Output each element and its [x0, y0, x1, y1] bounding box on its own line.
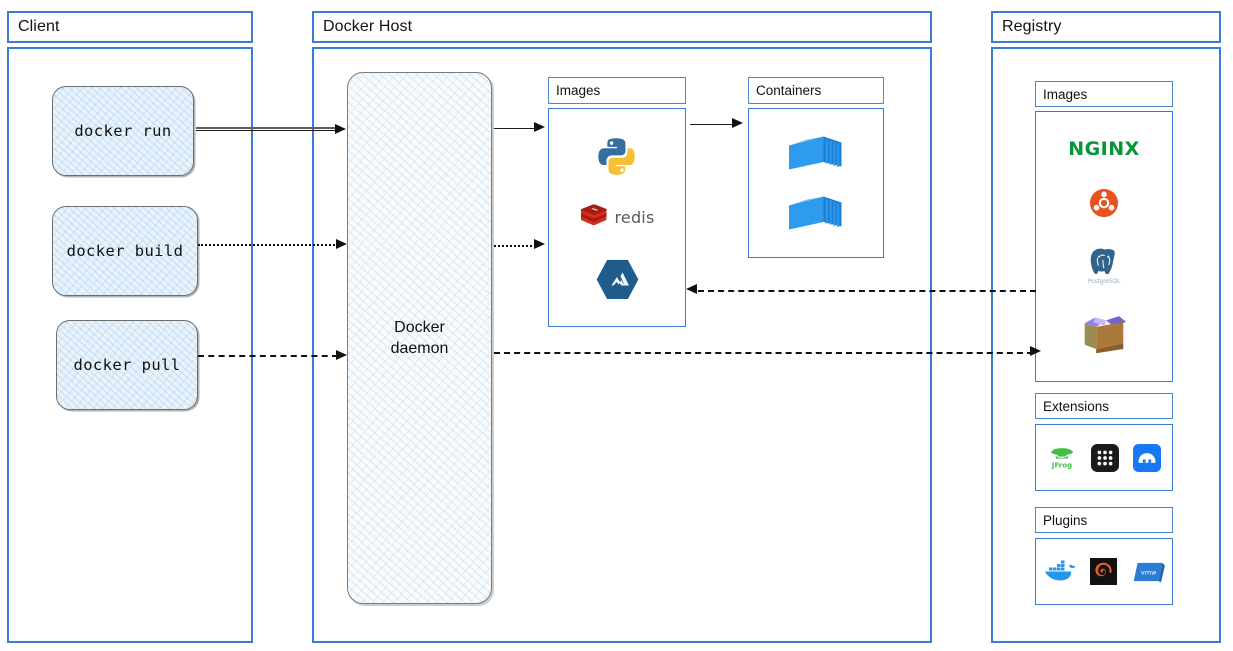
panel-body-host-containers: [748, 108, 884, 258]
python-icon: [596, 135, 638, 177]
panel-header-registry-extensions: Extensions: [1035, 393, 1173, 419]
nginx-label: NGINX: [1068, 138, 1140, 160]
arrowhead-build-to-daemon: [336, 239, 347, 249]
container-box-icon: [786, 192, 846, 234]
redis-icon: redis: [579, 203, 655, 231]
zone-header-registry: Registry: [991, 11, 1221, 43]
arrowhead-registry-to-host-images: [686, 284, 697, 294]
connector-images-to-containers: [690, 124, 734, 125]
connector-daemon-to-registry: [494, 352, 1033, 354]
panel-label: Containers: [756, 83, 822, 98]
connector-run-to-daemon-2: [196, 130, 336, 131]
daemon-label-line2: daemon: [390, 340, 449, 357]
panel-label: Plugins: [1043, 512, 1088, 528]
command-label: docker run: [74, 122, 172, 140]
jfrog-icon: JFrog: [1047, 443, 1077, 473]
container-box-icon: [786, 132, 846, 174]
panel-header-registry-images: Images: [1035, 81, 1173, 107]
zone-header-client: Client: [7, 11, 253, 43]
zone-label-docker-host: Docker Host: [323, 18, 413, 35]
svg-text:JFrog: JFrog: [1051, 460, 1072, 469]
redis-label: redis: [614, 207, 655, 227]
connector-daemon-to-images: [494, 128, 536, 129]
panel-label: Extensions: [1043, 398, 1110, 414]
docker-whale-icon: [1044, 559, 1076, 585]
arrowhead-daemon-to-registry: [1030, 346, 1041, 356]
connector-build-to-daemon: [198, 244, 338, 246]
blue-app-icon: [1133, 443, 1161, 472]
connector-daemon-to-images-build: [494, 245, 536, 247]
grid-dots-icon: [1091, 443, 1119, 472]
connector-registry-to-host-images: [698, 290, 1036, 292]
zone-header-docker-host: Docker Host: [312, 11, 932, 43]
panel-body-registry-extensions: JFrog: [1035, 424, 1173, 491]
nginx-icon: NGINX: [1068, 138, 1140, 160]
command-docker-build[interactable]: docker build: [52, 206, 198, 296]
panel-body-registry-plugins: vmw: [1035, 538, 1173, 605]
arrowhead-daemon-to-images: [534, 122, 545, 132]
panel-header-host-containers: Containers: [748, 77, 884, 104]
command-label: docker pull: [73, 356, 181, 374]
command-label: docker build: [66, 242, 184, 260]
svg-text:vmw: vmw: [1140, 568, 1156, 576]
daemon-label-line1: Docker: [394, 319, 445, 336]
ubuntu-icon: [1089, 188, 1119, 218]
grafana-icon: [1089, 558, 1117, 585]
connector-pull-to-daemon: [198, 355, 338, 357]
postgresql-label: PostgreSQL: [1087, 278, 1121, 285]
package-box-icon: [1079, 313, 1129, 355]
zone-label-registry: Registry: [1002, 18, 1062, 35]
arrowhead-pull-to-daemon: [336, 350, 347, 360]
postgresql-icon: PostgreSQL: [1087, 246, 1121, 285]
arrowhead-run-to-daemon: [335, 124, 346, 134]
alpine-icon: [596, 258, 639, 301]
panel-body-registry-images: NGINX PostgreSQL: [1035, 111, 1173, 382]
docker-daemon-box[interactable]: Docker daemon: [347, 72, 492, 604]
arrowhead-daemon-to-images-build: [534, 239, 545, 249]
panel-header-host-images: Images: [548, 77, 686, 104]
connector-run-to-daemon: [196, 127, 336, 129]
command-docker-pull[interactable]: docker pull: [56, 320, 198, 410]
panel-body-host-images: redis: [548, 108, 686, 327]
panel-header-registry-plugins: Plugins: [1035, 507, 1173, 533]
panel-label: Images: [1043, 86, 1088, 102]
arrowhead-images-to-containers: [732, 118, 743, 128]
vmware-icon: vmw: [1131, 559, 1165, 585]
panel-label: Images: [556, 83, 601, 98]
command-docker-run[interactable]: docker run: [52, 86, 194, 176]
zone-label-client: Client: [18, 18, 60, 35]
